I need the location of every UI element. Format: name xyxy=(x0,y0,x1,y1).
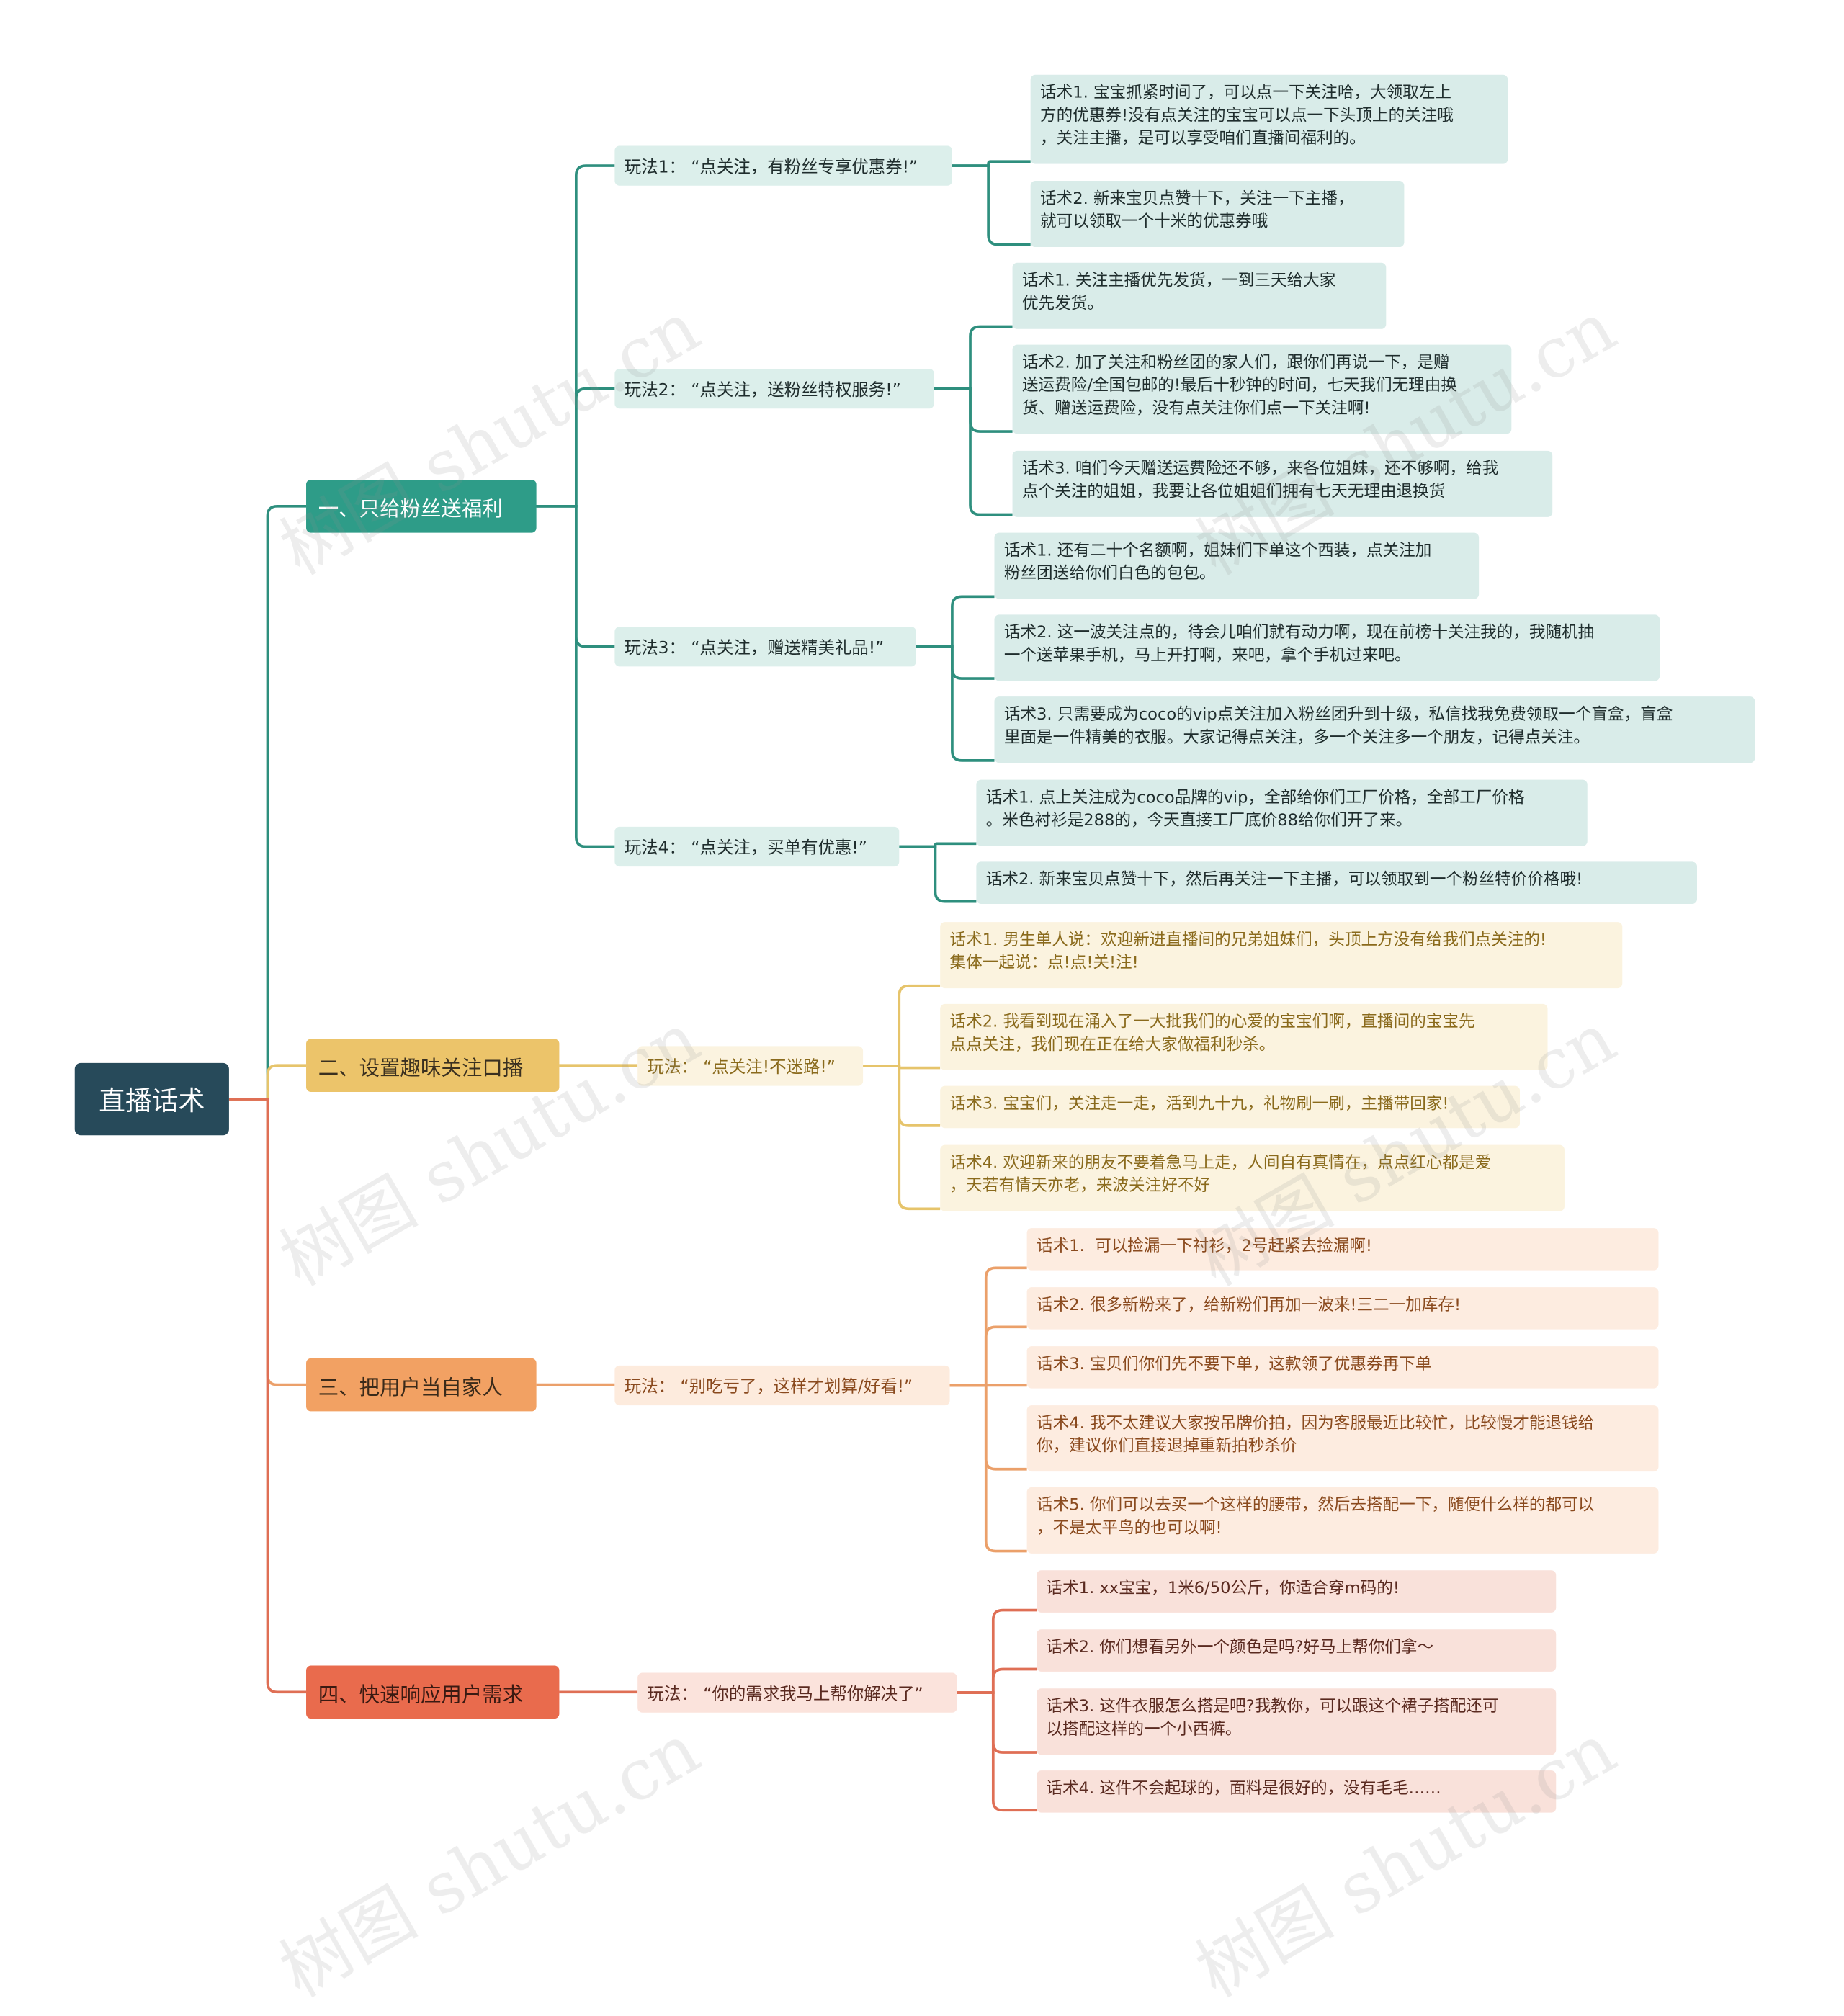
connector-lines xyxy=(228,160,1037,1812)
connector xyxy=(957,1691,1037,1812)
connector xyxy=(536,387,615,508)
script-leaf[interactable]: 话术3. 咱们今天赠送运费险还不够，来各位姐妹，还不够啊，给我 点个关注的姐姐，… xyxy=(1012,450,1553,517)
play-node[interactable]: 玩法3： “点关注，赠送精美礼品!” xyxy=(614,627,916,667)
connector xyxy=(949,1266,1027,1387)
connector xyxy=(957,1608,1037,1694)
branch-fun-follow-calls[interactable]: 二、设置趣味关注口播 xyxy=(306,1039,560,1093)
play-node[interactable]: 玩法1： “点关注，有粉丝专享优惠券!” xyxy=(614,145,952,186)
connector xyxy=(899,845,977,903)
connector xyxy=(949,1325,1027,1387)
script-leaf[interactable]: 话术1. xx宝宝，1米6/50公斤，你适合穿m码的! xyxy=(1037,1570,1557,1613)
connector xyxy=(957,1667,1037,1694)
connector xyxy=(952,164,1031,246)
script-leaf[interactable]: 话术2. 新来宝贝点赞十下，关注一下主播， 就可以领取一个十米的优惠券哦 xyxy=(1030,180,1405,248)
connector xyxy=(952,160,1031,167)
script-leaf[interactable]: 话术3. 只需要成为coco的vip点关注加入粉丝团升到十级，私信找我免费领取一… xyxy=(994,696,1755,763)
connector xyxy=(916,645,995,680)
script-leaf[interactable]: 话术3. 宝贝们你们先不要下单，这款领了优惠券再下单 xyxy=(1026,1346,1659,1389)
script-leaf[interactable]: 话术1. 宝宝抓紧时间了，可以点一下关注哈，大领取左上 方的优惠券!没有点关注的… xyxy=(1030,74,1508,164)
play-node[interactable]: 玩法： “点关注!不迷路!” xyxy=(637,1046,864,1086)
play-node[interactable]: 玩法： “别吃亏了，这样才划算/好看!” xyxy=(614,1365,950,1406)
script-leaf[interactable]: 话术3. 这件衣服怎么搭是吧?我教你，可以跟这个裙子搭配还可 以搭配这样的一个小… xyxy=(1037,1688,1557,1755)
connector xyxy=(934,325,1013,390)
script-leaf[interactable]: 话术2. 这一波关注点的，待会儿咱们就有动力啊，现在前榜十关注我的，我随机抽 一… xyxy=(994,614,1660,681)
branch-quick-response[interactable]: 四、快速响应用户需求 xyxy=(306,1665,560,1719)
connector xyxy=(934,387,1013,516)
script-leaf[interactable]: 话术3. 宝宝们，关注走一走，活到九十九，礼物刷一刷，主播带回家! xyxy=(940,1085,1521,1129)
play-node[interactable]: 玩法2： “点关注，送粉丝特权服务!” xyxy=(614,369,934,409)
script-leaf[interactable]: 话术1. 可以捡漏一下衬衫，2号赶紧去捡漏啊! xyxy=(1026,1228,1659,1271)
script-leaf[interactable]: 话术2. 很多新粉来了，给新粉们再加一波来!三二一加库存! xyxy=(1026,1287,1659,1330)
script-leaf[interactable]: 话术1. 还有二十个名额啊，姐妹们下单这个西装，点关注加 粉丝团送给你们白色的包… xyxy=(994,532,1480,599)
connector xyxy=(957,1691,1037,1754)
connector xyxy=(228,1098,307,1694)
script-leaf[interactable]: 话术1. 男生单人说：欢迎新进直播间的兄弟姐妹们，头顶上方没有给我们点关注的! … xyxy=(940,922,1623,989)
script-leaf[interactable]: 话术4. 欢迎新来的朋友不要着急马上走，人间自有真情在，点点红心都是爱 ，天若有… xyxy=(940,1144,1565,1211)
connector xyxy=(949,1384,1027,1553)
root-node[interactable]: 直播话术 xyxy=(74,1062,229,1136)
connector xyxy=(228,504,307,1101)
connector xyxy=(916,645,995,762)
script-leaf[interactable]: 话术1. 点上关注成为coco品牌的vip，全部给你们工厂价格，全部工厂价格 。… xyxy=(976,779,1588,846)
branch-treat-as-family[interactable]: 三、把用户当自家人 xyxy=(306,1358,537,1412)
connector xyxy=(863,1065,941,1211)
script-leaf[interactable]: 话术2. 加了关注和粉丝团的家人们，跟你们再说一下，是赠 送运费险/全国包邮的!… xyxy=(1012,344,1512,434)
script-leaf[interactable]: 话术4. 我不太建议大家按吊牌价拍，因为客服最近比较忙，比较慢才能退钱给 你，建… xyxy=(1026,1405,1659,1472)
play-node[interactable]: 玩法4： “点关注，买单有优惠!” xyxy=(614,826,900,867)
connector xyxy=(536,164,615,508)
play-node[interactable]: 玩法： “你的需求我马上帮你解决了” xyxy=(637,1672,957,1713)
script-leaf[interactable]: 话术2. 我看到现在涌入了一大批我们的心爱的宝宝们啊，直播间的宝宝先 点点关注，… xyxy=(940,1003,1548,1070)
connector xyxy=(228,1064,307,1101)
script-leaf[interactable]: 话术5. 你们可以去买一个这样的腰带，然后去搭配一下，随便什么样的都可以 ，不是… xyxy=(1026,1487,1659,1554)
branch-fan-benefits[interactable]: 一、只给粉丝送福利 xyxy=(306,479,537,533)
connector xyxy=(863,984,941,1067)
script-leaf[interactable]: 话术1. 关注主播优先发货，一到三天给大家 优先发货。 xyxy=(1012,262,1387,329)
connector xyxy=(916,595,995,648)
connector xyxy=(536,504,615,848)
script-leaf[interactable]: 话术2. 你们想看另外一个颜色是吗?好马上帮你们拿～ xyxy=(1037,1629,1557,1672)
connector xyxy=(934,387,1013,433)
connector xyxy=(899,842,977,848)
mind-map-canvas: 直播话术 一、只给粉丝送福利 玩法1： “点关注，有粉丝专享优惠券!” 话术1.… xyxy=(74,74,1755,2013)
connector xyxy=(949,1384,1027,1471)
connector xyxy=(863,1065,941,1127)
script-leaf[interactable]: 话术2. 新来宝贝点赞十下，然后再关注一下主播，可以领取到一个粉丝特价价格哦! xyxy=(976,861,1698,904)
script-leaf[interactable]: 话术4. 这件不会起球的，面料是很好的，没有毛毛…… xyxy=(1037,1770,1557,1813)
